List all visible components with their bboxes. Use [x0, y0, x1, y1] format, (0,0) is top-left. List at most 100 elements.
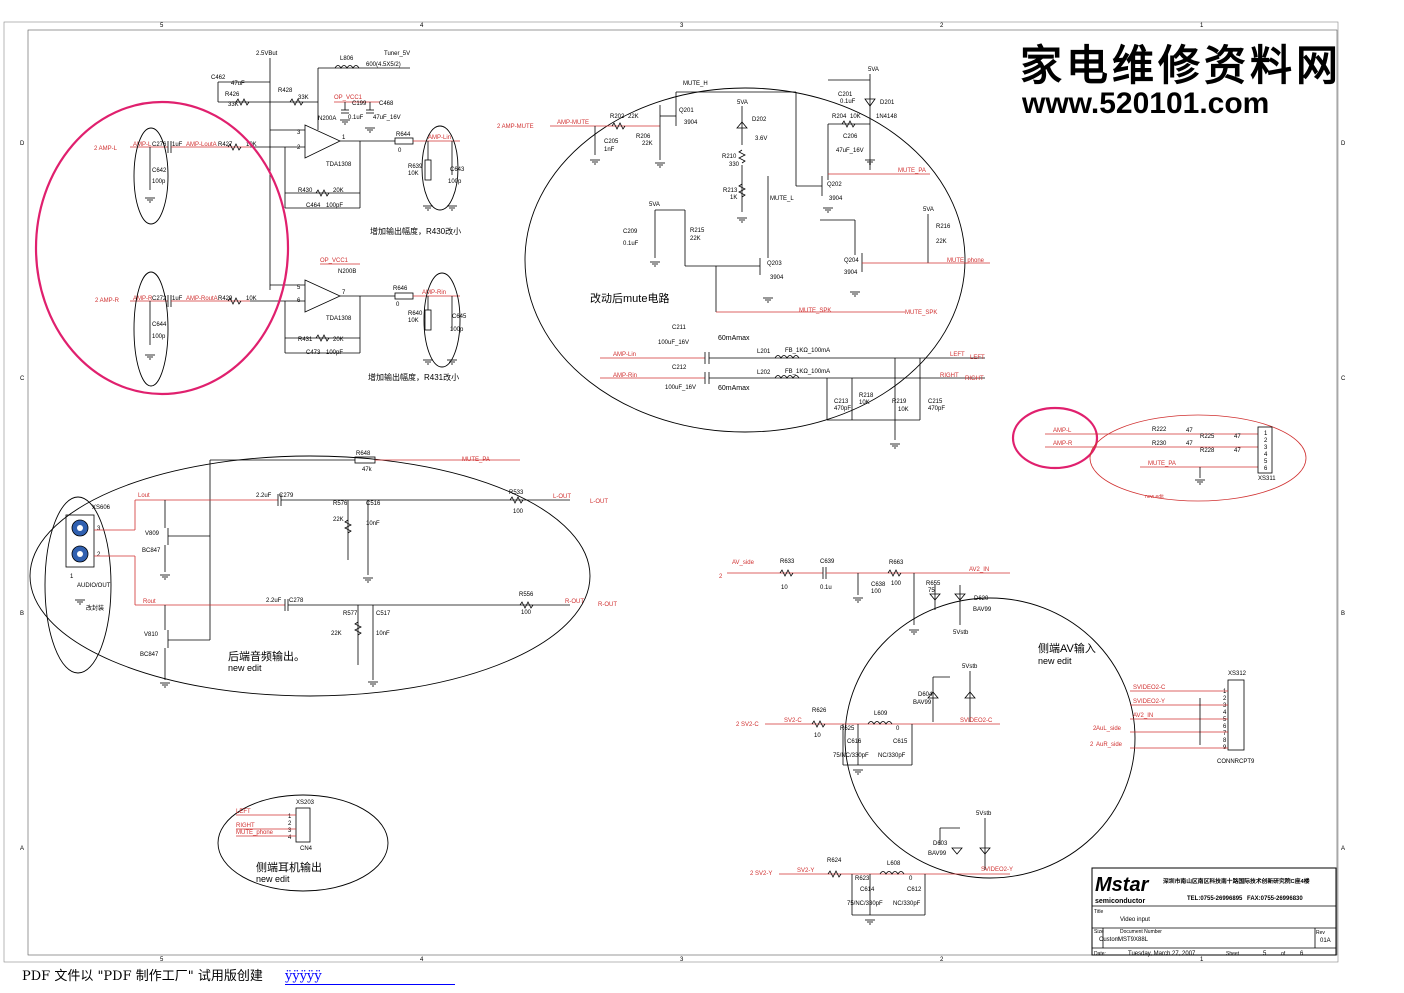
highlight-amp-lr	[1011, 406, 1099, 470]
grid-row-a-right: A	[1341, 846, 1345, 852]
right-net: RIGHT	[940, 373, 959, 379]
xs203-pin-1: 1	[288, 814, 292, 820]
opamp-b-pin7: 7	[342, 290, 346, 296]
grid-col-2-bottom: 2	[940, 957, 944, 963]
c464-value: 100pF	[326, 203, 343, 209]
c276-ref: C276	[152, 142, 167, 148]
xs312-net-av2in: AV2_IN	[1133, 713, 1153, 719]
c205-ref: C205	[604, 139, 619, 145]
c639-value: 0.1u	[820, 585, 832, 591]
c612-ref: C612	[907, 887, 922, 893]
c206-value: 47uF_16V	[836, 148, 864, 154]
c644-ref: C644	[152, 322, 167, 328]
l201-value: FB_1KΩ_100mA	[785, 348, 830, 354]
left-offsheet: LEFT	[970, 355, 985, 361]
r646-value: 0	[396, 302, 400, 308]
grid-col-2: 2	[940, 23, 944, 29]
xs311-amp-r: AMP-R	[1053, 441, 1073, 447]
c638-value: 100	[871, 589, 882, 595]
note-side-av: 侧端AV输入	[1038, 641, 1096, 655]
l608-ref: L608	[887, 861, 901, 867]
l-out-offsheet: L-OUT	[590, 499, 608, 505]
5vstb-d603: 5Vstb	[976, 811, 992, 817]
c462-ref: C462	[211, 75, 226, 81]
xs312-net-svideo2c: SVIDEO2-C	[1133, 685, 1166, 691]
xs312-pin-6: 6	[1223, 724, 1227, 730]
l609-value: 0	[896, 726, 900, 732]
r230-value: 47	[1186, 441, 1193, 447]
pdf-footer-text: PDF 文件以 "PDF 制作工厂" 试用版创建	[22, 969, 263, 984]
r430-value: 20K	[333, 188, 344, 194]
xs203-part: CN4	[300, 846, 313, 852]
5va-c209: 5VA	[649, 202, 660, 208]
mute-spk-offsheet: MUTE_SPK	[905, 310, 937, 316]
right-offsheet: RIGHT	[965, 376, 984, 382]
xs312-net-aur: AuR_side	[1096, 742, 1123, 748]
r639-value: 10K	[408, 171, 419, 177]
r639-ref: R639	[408, 164, 423, 170]
amp-l-port: 2 AMP-L	[94, 146, 118, 152]
d604-value: BAV99	[913, 700, 932, 706]
sheet-inner-border	[27, 29, 1338, 956]
date-value: Tuesday, March 27, 2007	[1128, 951, 1196, 957]
xs606-pin3: 3	[97, 526, 101, 532]
l608-value: 0	[909, 876, 913, 882]
c276-value: 1uF	[172, 142, 183, 148]
r206-ref: R206	[636, 134, 651, 140]
grid-row-c: C	[20, 376, 25, 382]
r624-ref: R624	[827, 858, 842, 864]
xs311-name: XS311	[1258, 476, 1276, 482]
grid-col-1: 1	[1200, 23, 1204, 29]
date-label: Date:	[1094, 951, 1106, 957]
note-r430: 增加输出幅度，R430改小	[370, 226, 461, 236]
r216-value: 22K	[936, 239, 947, 245]
title-label: Title	[1094, 909, 1103, 915]
r640-value: 10K	[408, 318, 419, 324]
q203-ref: Q203	[767, 261, 782, 267]
grid-col-1-bottom: 1	[1200, 957, 1204, 963]
c213-value: 470pF	[834, 406, 851, 412]
xs312-net-aul: AuL_side	[1096, 726, 1122, 732]
sheet-value: 5	[1263, 951, 1267, 957]
opamp-a-pin1: 1	[342, 135, 346, 141]
opamp-a-symbol	[304, 124, 341, 159]
r204-ref: R204	[832, 114, 847, 120]
q202-ref: Q202	[827, 182, 842, 188]
watermark-title: 家电维修资料网	[1020, 42, 1342, 89]
current-note-1: 60mAmax	[718, 335, 750, 342]
c517-ref: C517	[376, 611, 391, 617]
c473-ref: C473	[306, 350, 321, 356]
q201-ref: Q201	[679, 108, 694, 114]
op-vcc1-net: OP_VCC1	[334, 95, 363, 101]
company-tel: TEL:0755-26996895	[1187, 896, 1243, 902]
c462-value: 47uF	[231, 81, 245, 87]
r-out-offsheet: R-OUT	[598, 602, 617, 608]
xs312-name: XS312	[1228, 671, 1247, 677]
r577-value: 22K	[331, 631, 342, 637]
headphone-section: XS203 1 2 3 4 CN4 LEFT RIGHT MUTE_phone …	[217, 794, 389, 892]
pdf-footer-link[interactable]: ÿÿÿÿÿ	[285, 969, 456, 985]
amp-mute-port: 2 AMP-MUTE	[497, 124, 534, 130]
d201-ref: D201	[880, 100, 895, 106]
r633-value: 10	[781, 585, 788, 591]
r648-value: 47k	[362, 467, 373, 473]
mstar-logo-sub: semiconductor	[1095, 898, 1145, 905]
l201-ref: L201	[757, 349, 771, 355]
highlight-amp-inputs	[34, 100, 290, 396]
c201-value: 0.1uF	[840, 99, 856, 105]
av-side-port: 2	[719, 574, 723, 580]
note-r431: 增加输出幅度，R431改小	[368, 372, 459, 382]
of-label: of	[1281, 951, 1286, 957]
q201-value: 3904	[684, 120, 698, 126]
xs203-pin-4: 4	[288, 835, 292, 841]
c516-value: 10nF	[366, 521, 380, 527]
xs312-pin-3: 3	[1223, 703, 1227, 709]
c616-value: 75/NC/330pF	[833, 753, 869, 759]
size-value: Custom	[1099, 937, 1120, 943]
tda-b-ref: TDA1308	[326, 316, 352, 322]
r204-value: 10K	[850, 114, 861, 120]
r429-value: 10K	[246, 296, 257, 302]
c206-ref: C206	[843, 134, 858, 140]
c614-ref: C614	[860, 887, 875, 893]
size-label: Size	[1094, 929, 1104, 935]
